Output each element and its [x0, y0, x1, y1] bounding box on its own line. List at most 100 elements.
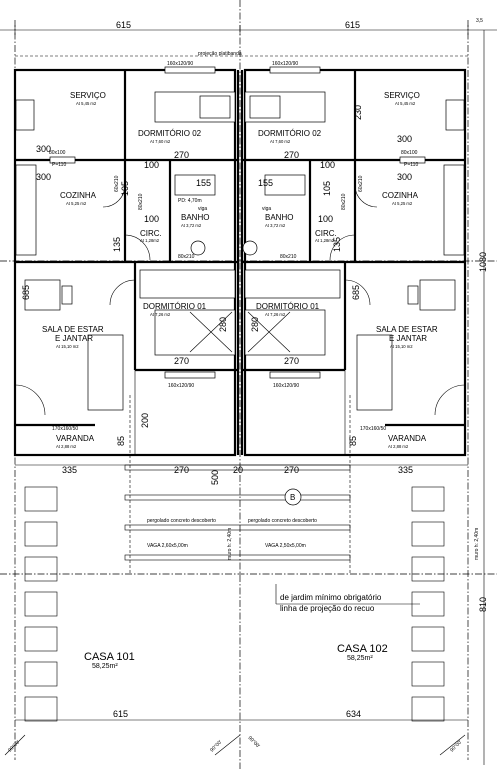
dim-230: 230 — [353, 105, 363, 120]
dim-105-b: 105 — [322, 181, 332, 196]
door-60-b: 60x210 — [358, 175, 364, 192]
area-dorm1-left: At 7,26 m2 — [150, 312, 171, 317]
dim-270-c: 270 — [174, 356, 189, 366]
rooms-right: SERVIÇO At 5,45 m2 COZINHA At 5,25 m2 CI… — [256, 91, 438, 449]
dim-634-bottom: 634 — [346, 709, 361, 719]
pergola: pergolado concreto descoberto pergolado … — [124, 464, 480, 561]
door-swings — [14, 184, 466, 416]
area-varanda-left: At 2,88 m2 — [56, 444, 77, 449]
lower-dimensions: 335 270 20 270 335 500 — [15, 464, 468, 485]
room-circ-right: CIRC. — [315, 229, 337, 238]
room-circ-left: CIRC. — [140, 229, 162, 238]
dim-280-b: 280 — [250, 317, 260, 332]
dim-685-right: 685 — [351, 285, 361, 300]
dim-135-a: 135 — [112, 237, 122, 252]
room-servico-right: SERVIÇO — [384, 91, 420, 100]
door-80-b: 80x210 — [280, 254, 297, 260]
win-serv-left: 80x100 — [49, 150, 66, 156]
room-cozinha-left: COZINHA — [60, 191, 97, 200]
room-sala-right-1: SALA DE ESTAR — [376, 325, 438, 334]
dim-100-d: 100 — [318, 214, 333, 224]
dim-85-a: 85 — [116, 436, 126, 446]
room-sala-left-1: SALA DE ESTAR — [42, 325, 104, 334]
dim-top-left: 615 — [116, 20, 131, 30]
area-dorm2-right: At 7,60 m2 — [270, 139, 291, 144]
dim-300-top-left: 300 — [36, 144, 51, 154]
door-60-a: 60x210 — [114, 175, 120, 192]
viga-b: viga — [262, 206, 271, 212]
room-servico-left: SERVIÇO — [70, 91, 106, 100]
recuo-note: de jardim mínimo obrigatório linha de pr… — [275, 584, 420, 613]
dim-335-left: 335 — [62, 465, 77, 475]
angle-2: 90°00' — [209, 739, 223, 753]
door-80-a: 80x210 — [178, 254, 195, 260]
note-projecao-top: projeção platibanda — [198, 51, 242, 57]
dim-top-far: 3,5 — [476, 18, 483, 24]
dim-85-b: 85 — [348, 436, 358, 446]
angle-3: 90°00' — [247, 735, 261, 749]
note-vaga-right: VAGA 2,50x5,00m — [265, 543, 306, 549]
windows: 160x120/90 160x120/90 160x120/90 160x120… — [49, 61, 426, 432]
room-sala-left-2: E JANTAR — [55, 334, 93, 343]
bottom-dimensions: 615 634 90°00' 90°00' 90°00' 90°00' — [4, 709, 468, 756]
dim-615-bottom: 615 — [113, 709, 128, 719]
area-dorm1-right: At 7,26 m2 — [265, 312, 286, 317]
dim-300-mid-right: 300 — [397, 172, 412, 182]
note-muro-right: muro h: 2,40m — [474, 528, 480, 560]
room-sala-right-2: E JANTAR — [389, 334, 427, 343]
angle-1: 90°00' — [7, 739, 21, 753]
area-circ-left: At 1,28m2 — [140, 238, 160, 243]
note-pergolado-left: pergolado concreto descoberto — [147, 518, 216, 524]
dim-100-a: 100 — [144, 160, 159, 170]
room-banho-left: BANHO — [181, 213, 209, 222]
dim-top-right: 615 — [345, 20, 360, 30]
dim-300-mid-left: 300 — [36, 172, 51, 182]
right-interior-walls — [242, 70, 465, 455]
win-varanda-right: 170x160/50 — [360, 426, 386, 432]
area-sala-left: At 15,10 m2 — [56, 344, 79, 349]
area-servico-left: At 5,45 m2 — [76, 101, 97, 106]
note-vaga-left: VAGA 2,60x5,00m — [147, 543, 188, 549]
win-top-right: 160x120/90 — [272, 61, 298, 67]
right-dimensions: 1080 810 — [478, 30, 488, 765]
interior-dimensions: 300 300 300 300 230 270 270 270 270 100 … — [21, 105, 412, 446]
area-varanda-right: At 2,88 m2 — [388, 444, 409, 449]
house-102: CASA 102 — [337, 643, 388, 655]
top-dimensions: 615 615 3,5 projeção platibanda — [0, 18, 497, 57]
dim-155-a: 155 — [196, 178, 211, 188]
room-dorm1-right: DORMITÓRIO 01 — [256, 302, 320, 311]
left-interior-walls — [15, 70, 238, 455]
win-varanda-left: 170x160/50 — [52, 426, 78, 432]
dim-right-vert: 1080 — [478, 252, 488, 272]
note-recuo-1: de jardim mínimo obrigatório — [280, 593, 382, 602]
rooms-left: SERVIÇO At 5,45 m2 COZINHA At 5,25 m2 CI… — [42, 91, 209, 449]
dim-270-b: 270 — [284, 150, 299, 160]
dim-300-top-right: 300 — [397, 134, 412, 144]
marker-b: B — [290, 493, 295, 502]
area-banho-right: At 3,72 m2 — [265, 223, 286, 228]
dim-335-right: 335 — [398, 465, 413, 475]
room-varanda-left: VARANDA — [56, 434, 95, 443]
dim-100-c: 100 — [144, 214, 159, 224]
area-sala-right: At 15,10 m2 — [390, 344, 413, 349]
viga-a: viga — [198, 206, 207, 212]
note-pergolado-right: pergolado concreto descoberto — [248, 518, 317, 524]
area-servico-right: At 5,45 m2 — [395, 101, 416, 106]
room-dorm2-right: DORMITÓRIO 02 — [258, 129, 322, 138]
area-cozinha-left: At 5,25 m2 — [66, 201, 87, 206]
room-cozinha-right: COZINHA — [382, 191, 419, 200]
dim-280-a: 280 — [218, 317, 228, 332]
win-serv-right: 80x100 — [401, 150, 418, 156]
room-dorm2-left: DORMITÓRIO 02 — [138, 129, 202, 138]
p-right: P=110 — [404, 162, 418, 168]
dim-155-b: 155 — [258, 178, 273, 188]
room-varanda-right: VARANDA — [388, 434, 427, 443]
garden-blocks — [24, 486, 445, 722]
dim-135-b: 135 — [332, 237, 342, 252]
area-cozinha-right: At 5,25 m2 — [392, 201, 413, 206]
door-80-d: 80x210 — [341, 193, 347, 210]
p-left: P=110 — [52, 162, 66, 168]
area-dorm2-left: At 7,60 m2 — [150, 139, 171, 144]
angle-4: 90°00' — [449, 739, 463, 753]
